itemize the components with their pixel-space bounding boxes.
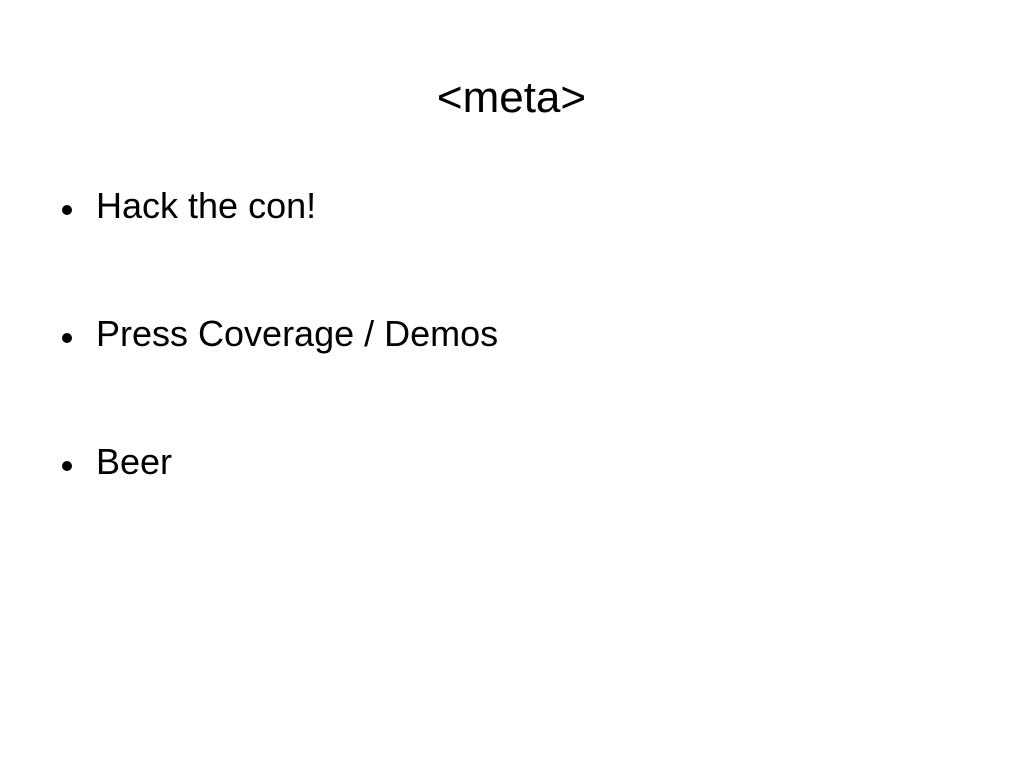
bullet-icon xyxy=(62,333,72,343)
bullet-text: Hack the con! xyxy=(96,185,317,226)
list-item: Press Coverage / Demos xyxy=(60,311,498,439)
list-item: Beer xyxy=(60,439,498,567)
list-item: Hack the con! xyxy=(60,183,498,311)
bullet-icon xyxy=(62,461,72,471)
bullet-text: Press Coverage / Demos xyxy=(96,313,499,354)
bullet-list: Hack the con! Press Coverage / Demos Bee… xyxy=(60,183,498,567)
bullet-icon xyxy=(62,205,72,215)
bullet-text: Beer xyxy=(96,441,173,482)
slide-title: <meta> xyxy=(436,73,587,122)
